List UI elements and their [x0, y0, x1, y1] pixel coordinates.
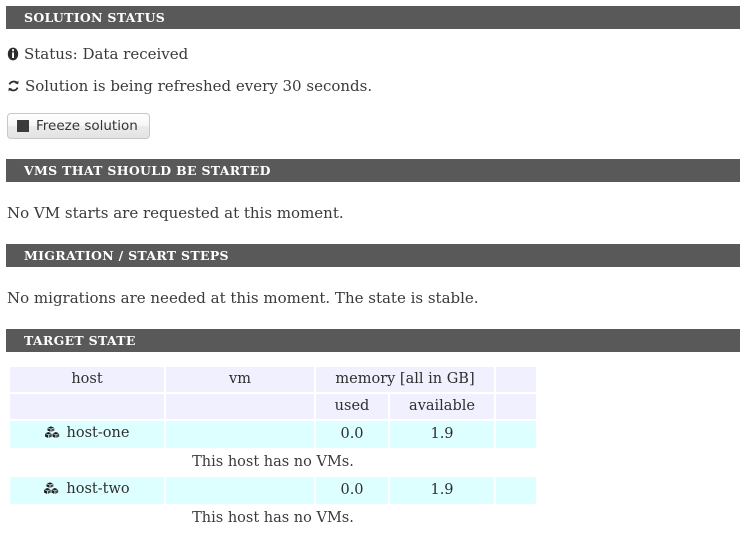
refresh-line: Solution is being refreshed every 30 sec… — [0, 76, 740, 96]
cubes-icon — [44, 426, 60, 445]
host-empty-message: This host has no VMs. — [10, 506, 536, 531]
host-name-label: host-one — [66, 425, 130, 441]
host-empty-message: This host has no VMs. — [10, 450, 536, 475]
status-line: Status: Data received — [0, 44, 740, 64]
table-header-row-2: used available — [10, 394, 536, 419]
table-head: host vm memory [all in GB] used availabl… — [10, 367, 536, 419]
table-row[interactable]: host-one 0.0 1.9 — [10, 421, 536, 448]
section-header-vms-to-start: VMS THAT SHOULD BE STARTED — [6, 159, 740, 182]
host-memory-available-cell: 1.9 — [390, 421, 494, 448]
column-header-vm-sub — [166, 394, 314, 419]
column-header-memory-available: available — [390, 394, 494, 419]
vms-to-start-message: No VM starts are requested at this momen… — [7, 204, 344, 222]
host-memory-available-cell: 1.9 — [390, 477, 494, 504]
migration-steps-message: No migrations are needed at this moment.… — [7, 289, 479, 307]
stop-square-icon — [17, 120, 29, 132]
column-header-memory-group: memory [all in GB] — [316, 367, 494, 392]
host-name-cell: host-one — [10, 421, 164, 448]
section-header-solution-status: SOLUTION STATUS — [6, 6, 740, 29]
host-pad-cell — [496, 421, 536, 448]
table-header-row-1: host vm memory [all in GB] — [10, 367, 536, 392]
column-header-host-sub — [10, 394, 164, 419]
column-header-host: host — [10, 367, 164, 392]
host-pad-cell — [496, 477, 536, 504]
table-row-empty-message: This host has no VMs. — [10, 450, 536, 475]
target-state-table-wrap: host vm memory [all in GB] used availabl… — [0, 365, 740, 533]
freeze-button-wrap: Freeze solution — [0, 113, 740, 139]
column-header-memory-used: used — [316, 394, 388, 419]
host-memory-used-cell: 0.0 — [316, 477, 388, 504]
page-root: SOLUTION STATUS Status: Data received So… — [0, 6, 740, 533]
target-state-table: host vm memory [all in GB] used availabl… — [8, 365, 538, 533]
host-name-cell: host-two — [10, 477, 164, 504]
column-header-pad-1 — [496, 367, 536, 392]
table-body: host-one 0.0 1.9 This host has no VMs. — [10, 421, 536, 531]
host-vm-cell — [166, 477, 314, 504]
host-vm-cell — [166, 421, 314, 448]
table-row[interactable]: host-two 0.0 1.9 — [10, 477, 536, 504]
info-circle-icon — [7, 47, 19, 61]
cubes-icon — [44, 482, 59, 501]
section-header-target-state: TARGET STATE — [6, 329, 740, 352]
section-header-migration-steps: MIGRATION / START STEPS — [6, 244, 740, 267]
freeze-solution-button[interactable]: Freeze solution — [7, 113, 150, 139]
refresh-text: Solution is being refreshed every 30 sec… — [25, 77, 373, 95]
status-text: Status: Data received — [24, 45, 189, 63]
column-header-vm: vm — [166, 367, 314, 392]
refresh-icon — [7, 79, 20, 93]
freeze-solution-button-label: Freeze solution — [36, 118, 138, 134]
column-header-pad-2 — [496, 394, 536, 419]
table-row-empty-message: This host has no VMs. — [10, 506, 536, 531]
host-memory-used-cell: 0.0 — [316, 421, 388, 448]
host-name-label: host-two — [66, 481, 130, 497]
